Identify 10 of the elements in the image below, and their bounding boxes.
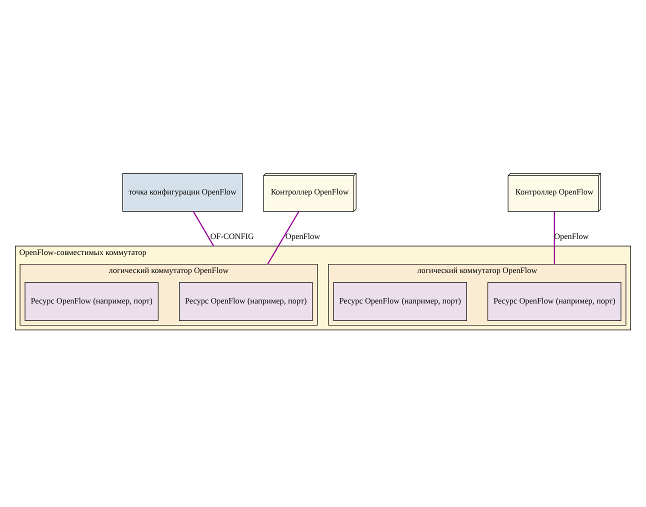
connector xyxy=(192,210,214,246)
node-box: Ресурс OpenFlow (например, порт) xyxy=(488,282,622,320)
connector xyxy=(267,210,300,264)
edge-label: OpenFlow xyxy=(285,232,320,241)
edge-label: OF-CONFIG xyxy=(210,232,254,241)
node-box: Ресурс OpenFlow (например, порт) xyxy=(179,282,313,320)
node-box: Ресурс OpenFlow (например, порт) xyxy=(24,282,158,320)
node-box: Ресурс OpenFlow (например, порт) xyxy=(333,282,467,320)
node-box: точка конфигурации OpenFlow xyxy=(122,172,243,212)
connector xyxy=(554,211,555,264)
